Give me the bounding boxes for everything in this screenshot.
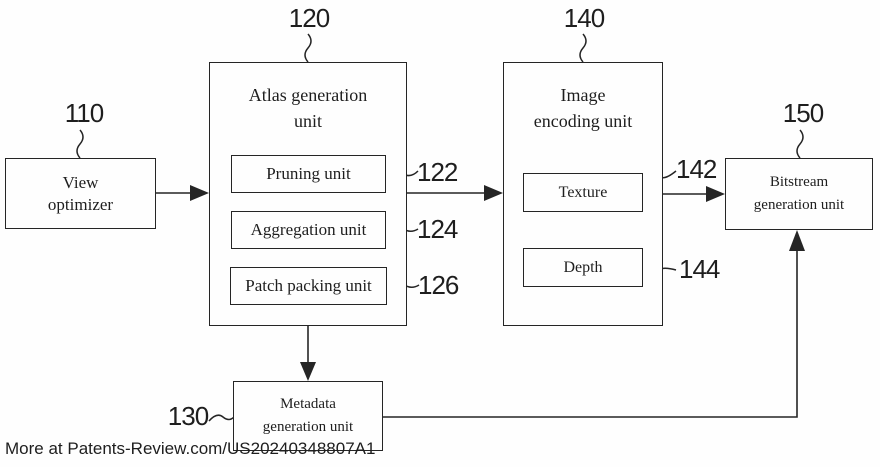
ref-124: 124 (417, 214, 458, 244)
block-view-optimizer-label: View optimizer (47, 172, 114, 214)
block-metadata-generation-unit: Metadata generation unit (233, 381, 383, 451)
leader-150 (796, 129, 804, 159)
ref-142: 142 (676, 154, 717, 184)
block-atlas-generation-unit-label: Atlas generation unit (248, 85, 368, 131)
block-depth-label: Depth (563, 258, 603, 276)
block-texture-label: Texture (558, 183, 608, 201)
ref-140: 140 (563, 3, 605, 33)
arrowhead-metadata-to-bitstream (789, 230, 805, 251)
leader-120 (304, 33, 312, 63)
ref-126: 126 (418, 270, 459, 300)
block-patch-packing-unit: Patch packing unit (230, 267, 387, 305)
block-image-encoding-unit: Image encoding unit Texture Depth (503, 62, 663, 326)
ref-130: 130 (167, 401, 209, 431)
arrowhead-image-to-bitstream (706, 186, 725, 202)
watermark-text: More at Patents-Review.com/US20240348807… (5, 439, 376, 458)
block-image-encoding-unit-label: Image encoding unit (533, 85, 633, 131)
block-patch-packing-unit-label: Patch packing unit (245, 276, 372, 295)
ref-110: 110 (64, 98, 104, 128)
ref-144: 144 (679, 254, 720, 284)
block-bitstream-generation-unit-label: Bitstream generation unit (753, 174, 845, 213)
block-metadata-generation-unit-label: Metadata generation unit (262, 396, 354, 435)
ref-120: 120 (288, 3, 330, 33)
block-depth: Depth (523, 248, 643, 287)
ref-122: 122 (417, 157, 458, 187)
arrowhead-atlas-to-image (484, 185, 503, 201)
arrowhead-atlas-to-metadata (300, 362, 316, 381)
leader-140 (579, 33, 587, 63)
block-texture: Texture (523, 173, 643, 212)
arrowhead-view-to-atlas (190, 185, 209, 201)
block-view-optimizer: View optimizer (5, 158, 156, 229)
leader-130 (208, 414, 235, 422)
block-bitstream-generation-unit: Bitstream generation unit (725, 158, 873, 230)
block-aggregation-unit-label: Aggregation unit (250, 220, 367, 239)
block-pruning-unit-label: Pruning unit (266, 164, 351, 183)
block-aggregation-unit: Aggregation unit (231, 211, 386, 249)
block-atlas-generation-unit: Atlas generation unit Pruning unit Aggre… (209, 62, 407, 326)
ref-150: 150 (782, 98, 824, 128)
leader-110 (76, 129, 84, 159)
block-pruning-unit: Pruning unit (231, 155, 386, 193)
arrow-metadata-to-bitstream (383, 250, 798, 418)
